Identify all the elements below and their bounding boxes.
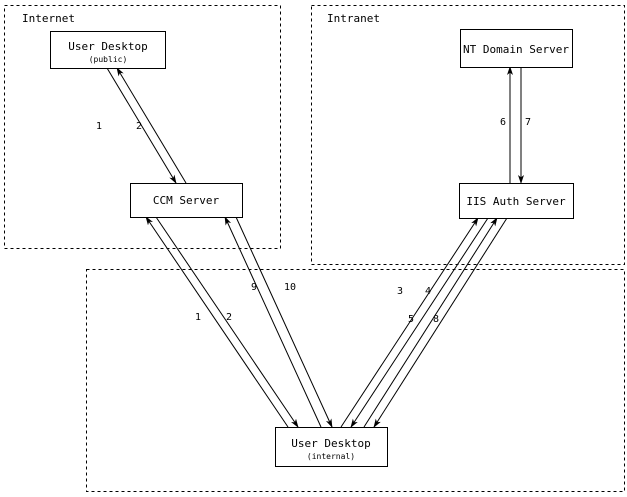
connector-internal-desktop-iis-58 xyxy=(363,217,508,428)
zone-internet-boundary xyxy=(4,5,281,249)
step-label-2-internal: 2 xyxy=(226,312,232,323)
step-label-6: 6 xyxy=(500,117,506,128)
flow-line-step-10 xyxy=(235,216,333,428)
flow-line-step-2-public xyxy=(116,67,187,184)
node-title-iis-auth-server: IIS Auth Server xyxy=(466,195,566,208)
zone-internal-boundary xyxy=(86,269,625,492)
node-nt-domain-server[interactable]: NT Domain Server xyxy=(459,28,574,69)
node-subtitle-user-desktop-internal: (internal) xyxy=(307,452,355,461)
step-label-10: 10 xyxy=(284,282,296,293)
connector-iis-nt-domain xyxy=(507,66,524,184)
step-label-8: 8 xyxy=(433,314,439,325)
node-title-nt-domain-server: NT Domain Server xyxy=(463,43,569,56)
step-label-4: 4 xyxy=(425,286,431,297)
step-label-1-public: 1 xyxy=(96,121,102,132)
zone-boundaries xyxy=(4,5,625,492)
flow-line-step-8 xyxy=(373,217,508,428)
connector-internal-desktop-iis-34 xyxy=(340,217,489,428)
step-label-9: 9 xyxy=(251,282,257,293)
flow-line-step-9 xyxy=(224,216,322,428)
step-label-7: 7 xyxy=(525,117,531,128)
step-label-2-public: 2 xyxy=(136,121,142,132)
node-user-desktop-public[interactable]: User Desktop (public) xyxy=(49,30,167,70)
step-label-1-internal: 1 xyxy=(195,312,201,323)
node-box-user-desktop-public[interactable] xyxy=(49,30,167,70)
step-label-3: 3 xyxy=(397,286,403,297)
flow-line-step-1-internal xyxy=(145,216,289,428)
flow-line-step-1-public xyxy=(106,67,177,184)
flow-line-step-3 xyxy=(340,217,479,428)
step-number-labels: 1 2 1 2 3 4 5 6 7 8 9 10 xyxy=(96,117,531,325)
node-box-ccm-server[interactable] xyxy=(129,182,244,219)
node-box-user-desktop-internal[interactable] xyxy=(274,426,389,468)
step-label-5: 5 xyxy=(408,314,414,325)
node-box-nt-domain-server[interactable] xyxy=(459,28,574,69)
node-ccm-server[interactable]: CCM Server xyxy=(129,182,244,219)
node-iis-auth-server[interactable]: IIS Auth Server xyxy=(458,182,575,220)
node-title-user-desktop-public: User Desktop xyxy=(68,40,147,53)
flow-line-step-2-internal xyxy=(155,216,299,428)
node-title-user-desktop-internal: User Desktop xyxy=(291,437,370,450)
node-title-ccm-server: CCM Server xyxy=(153,194,220,207)
connector-internal-desktop-ccm-12 xyxy=(145,216,299,428)
node-user-desktop-internal[interactable]: User Desktop (internal) xyxy=(274,426,389,468)
flow-line-step-5 xyxy=(363,217,498,428)
node-box-iis-auth-server[interactable] xyxy=(458,182,575,220)
node-subtitle-user-desktop-public: (public) xyxy=(89,55,128,64)
connector-public-desktop-ccm xyxy=(106,67,187,184)
zone-label-intranet: Intranet xyxy=(327,12,380,25)
connector-internal-desktop-ccm-910 xyxy=(224,216,333,428)
flow-line-step-4 xyxy=(350,217,489,428)
zone-label-internet: Internet xyxy=(22,12,75,25)
